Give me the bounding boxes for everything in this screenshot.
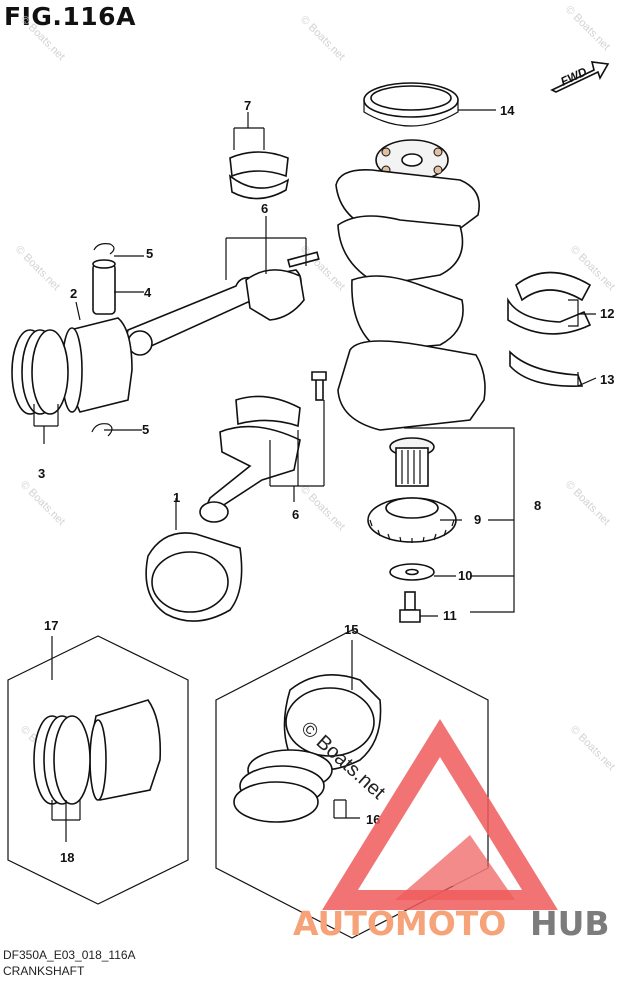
- callout-12: 12: [600, 306, 614, 321]
- callout-9: 9: [474, 512, 481, 527]
- watermark-text: © Boats.net: [563, 4, 612, 53]
- fwd-label: FWD: [558, 64, 589, 88]
- callout-8: 8: [534, 498, 541, 513]
- callout-14: 14: [500, 103, 515, 118]
- piston-kit-17: [33, 699, 162, 805]
- callout-4: 4: [144, 285, 152, 300]
- callout-2: 2: [70, 286, 77, 301]
- callout-labels: 1 2 3 4 5 5 6 6 7 8 9 10 11 12 13 14 15 …: [38, 98, 614, 865]
- circlip-5-lower: [91, 423, 113, 437]
- callout-6-lower: 6: [292, 507, 299, 522]
- callout-6-upper: 6: [261, 201, 268, 216]
- watermark-text: © Boats.net: [563, 479, 612, 528]
- piston-kit-15: [233, 674, 382, 823]
- piston-2: [61, 317, 133, 413]
- crankshaft: [335, 139, 486, 487]
- piston-rings-3: [11, 329, 69, 415]
- bolt-11: [399, 591, 421, 623]
- figure-title: FIG.116A: [4, 2, 136, 31]
- callout-7: 7: [244, 98, 251, 113]
- callout-3: 3: [38, 466, 45, 481]
- watermark-text: © Boats.net: [13, 244, 62, 293]
- callout-11: 11: [443, 608, 457, 623]
- callout-18: 18: [60, 850, 74, 865]
- circlip-5-upper: [93, 243, 115, 255]
- gear-9: [367, 497, 457, 543]
- leader-lines: [33, 109, 597, 842]
- callout-13: 13: [600, 372, 614, 387]
- fwd-arrow-icon: FWD: [550, 61, 610, 93]
- bearing-7: [228, 151, 290, 200]
- callout-5-upper: 5: [146, 246, 153, 261]
- watermark-text: © Boats.net: [568, 724, 617, 773]
- rod-bolt: [311, 371, 327, 401]
- piston-1: [145, 532, 243, 622]
- diagram-code: DF350A_E03_018_116A: [3, 948, 136, 962]
- watermark-text: © Boats.net: [298, 14, 347, 63]
- watermark-text: © Boats.net: [298, 244, 347, 293]
- callout-10: 10: [458, 568, 472, 583]
- bearing-13: [509, 350, 584, 387]
- connecting-rod-6-upper: [125, 251, 320, 356]
- bearing-12: [507, 271, 592, 335]
- logo-word-hub: HUB: [530, 904, 610, 943]
- kit-17-box: [7, 635, 189, 905]
- watermark-text: © Boats.net: [18, 14, 67, 63]
- callout-1: 1: [173, 490, 180, 505]
- piston-pin-4: [92, 259, 116, 315]
- diagram-name: CRANKSHAFT: [3, 964, 85, 978]
- seal-ring-14: [363, 82, 459, 127]
- logo-word-automoto: AUTOMOTO: [293, 904, 506, 943]
- watermark-text: © Boats.net: [298, 484, 347, 533]
- callout-5-lower: 5: [142, 422, 149, 437]
- watermark-text: © Boats.net: [18, 479, 67, 528]
- connecting-rod-6-lower: [199, 395, 301, 523]
- callout-15: 15: [344, 622, 358, 637]
- callout-17: 17: [44, 618, 58, 633]
- automotohub-logo: AUTOMOTO HUB: [293, 718, 610, 943]
